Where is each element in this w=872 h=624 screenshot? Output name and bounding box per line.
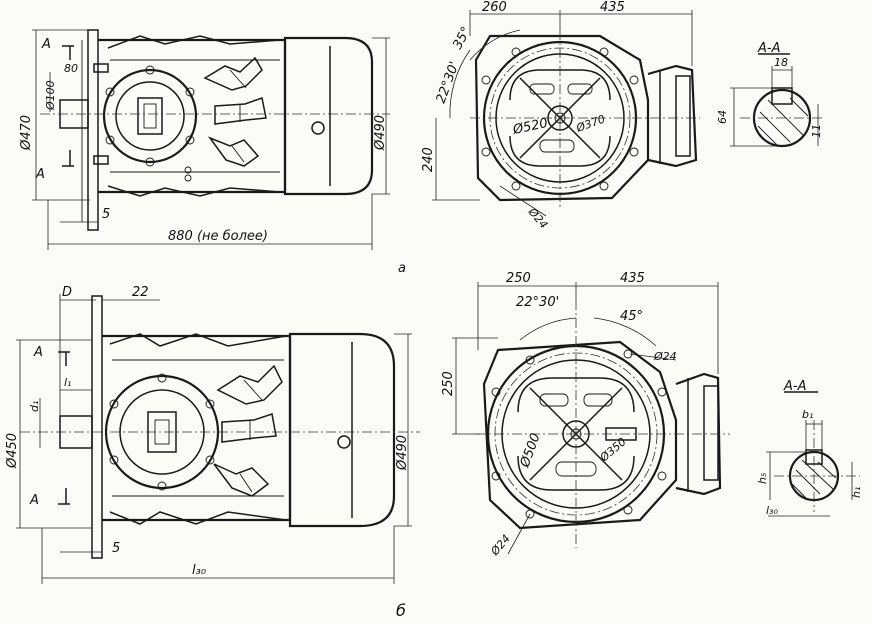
end-frame [474,34,650,202]
sec-dim-l30: l₃₀ [766,504,778,517]
section-mark-a-top-b: A [33,345,43,360]
dim-22: 22 [132,285,149,300]
dim-d520: Ø520 [511,116,549,138]
sec-dim-h1: h₁ [850,487,863,498]
dim-435-b: 435 [620,271,645,286]
view-b-side: A A D 22 l₁ d₁ Ø450 Ø490 5 l₃₀ [5,285,420,584]
view-b-end: 250 435 250 22°30' 45° Ø24 Ø500 Ø350 Ø24 [441,271,730,559]
section-mark-a-bottom-b: A [29,493,39,508]
dim-d24: Ø24 [525,205,550,231]
motor-housing-b [102,334,292,522]
dim-d470: Ø470 [19,115,34,151]
dim-d100: Ø100 [44,80,57,111]
cable-glands-b [213,364,283,497]
angle-2230: 22°30' [434,60,463,106]
sec-dim-h5: h₅ [756,473,769,484]
section-mark-a-bottom: A [35,167,45,182]
dim-d1: d₁ [28,401,41,412]
view-a-side: A A Ø470 Ø490 80 Ø100 5 880 (не более) [19,29,390,250]
angle-35: 35° [450,24,474,51]
side-terminal-b [675,372,722,496]
dim-240: 240 [421,147,436,172]
dim-250: 250 [506,271,531,286]
dim-260: 260 [482,0,507,15]
dim-d500: Ø500 [517,431,543,470]
dim-80: 80 [64,62,78,75]
dim-250-v: 250 [441,371,456,396]
section-a-a-top: А-А 18 64 11 [716,41,823,148]
dim-d450: Ø450 [5,433,20,469]
flange-b [91,295,103,559]
dim-d490: Ø490 [373,115,388,151]
view-b-letter: б [396,601,406,620]
cable-glands [203,56,267,167]
dim-d490-b: Ø490 [395,435,410,471]
angle-45: 45° [620,309,643,324]
dim-D: D [62,285,72,300]
sec-dim-11: 11 [810,124,823,138]
dim-5: 5 [102,207,110,222]
dim-l30: l₃₀ [192,563,207,578]
section-title-bottom: А-А [783,379,806,394]
sec-dim-18: 18 [774,56,788,69]
dim-l1: l₁ [64,376,71,389]
sec-dim-b1: b₁ [802,408,813,421]
dim-d24-b: Ø24 [488,532,513,558]
side-terminal [647,64,698,168]
view-a-end: 260 435 240 35° 22°30' Ø520 Ø370 Ø24 [421,0,700,231]
fan-cover [283,36,374,196]
flange [87,29,99,231]
sec-dim-64: 64 [716,110,729,124]
view-a-letter: a [398,261,406,276]
angle-2230-b: 22°30' [516,295,559,310]
section-mark-a-top: A [41,37,51,52]
dim-5-b: 5 [112,541,120,556]
dim-435: 435 [600,0,625,15]
section-a-a-bottom: А-А b₁ h₅ h₁ l₃₀ [756,379,863,517]
end-frame-b [482,340,678,530]
dim-d370: Ø370 [574,112,607,135]
dim-880: 880 (не более) [168,229,268,244]
section-title-top: А-А [757,41,780,56]
fan-cover-b [288,332,396,528]
terminal-box [102,68,198,164]
dim-d24-a: Ø24 [653,350,677,363]
